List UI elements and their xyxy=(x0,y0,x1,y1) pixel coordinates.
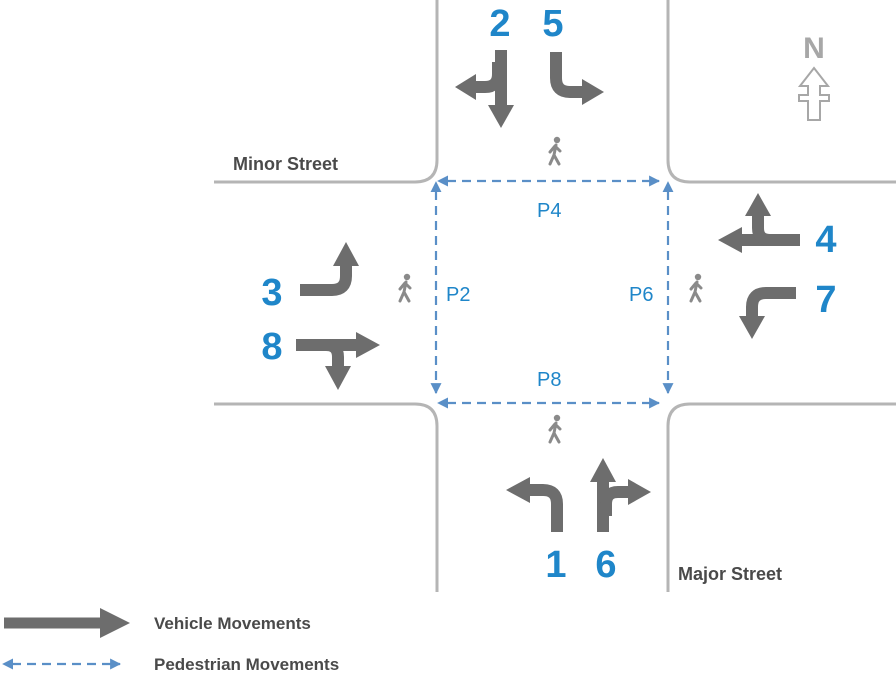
north-letter: N xyxy=(803,32,825,65)
movement-6-arrow xyxy=(590,458,651,532)
pedestrian-icon xyxy=(548,136,562,166)
movement-number-8: 8 xyxy=(261,326,282,368)
movement-number-2: 2 xyxy=(489,3,510,45)
north-arrow-icon xyxy=(797,66,831,121)
pedestrian-icon xyxy=(398,273,412,303)
legend-vehicle-label: Vehicle Movements xyxy=(154,614,311,633)
movement-1-arrow xyxy=(506,477,563,532)
movement-7-arrow xyxy=(739,287,796,339)
movement-5-arrow xyxy=(550,52,604,105)
movement-2-arrow xyxy=(455,50,514,128)
north-arrow: N xyxy=(797,32,831,121)
pedestrian-icon xyxy=(689,273,703,303)
ped-label-p6: P6 xyxy=(629,284,653,306)
movement-number-3: 3 xyxy=(261,272,282,314)
ped-label-p4: P4 xyxy=(537,200,561,222)
curb-northeast xyxy=(666,0,896,184)
movement-3-arrow xyxy=(300,242,359,296)
movement-8-arrow xyxy=(296,332,380,390)
movement-number-5: 5 xyxy=(542,3,563,45)
movement-number-4: 4 xyxy=(815,219,836,261)
movement-number-1: 1 xyxy=(545,544,566,586)
movement-number-7: 7 xyxy=(815,279,836,321)
legend: Vehicle Movements Pedestrian Movements xyxy=(2,608,339,674)
ped-label-p2: P2 xyxy=(446,284,470,306)
major-street-label: Major Street xyxy=(678,564,782,584)
legend-vehicle-arrow-icon xyxy=(4,608,130,638)
curb-northwest xyxy=(214,0,439,184)
pedestrian-icon xyxy=(548,414,562,444)
ped-label-p8: P8 xyxy=(537,369,561,391)
vehicle-arrows xyxy=(296,50,800,532)
minor-street-label: Minor Street xyxy=(233,154,338,174)
movement-4-arrow xyxy=(718,193,800,253)
legend-pedestrian-label: Pedestrian Movements xyxy=(154,655,339,674)
curb-southeast xyxy=(666,402,896,592)
pedestrian-crosswalks xyxy=(430,175,674,409)
curb-southwest xyxy=(214,402,439,592)
curbs xyxy=(214,0,896,592)
movement-number-6: 6 xyxy=(595,544,616,586)
